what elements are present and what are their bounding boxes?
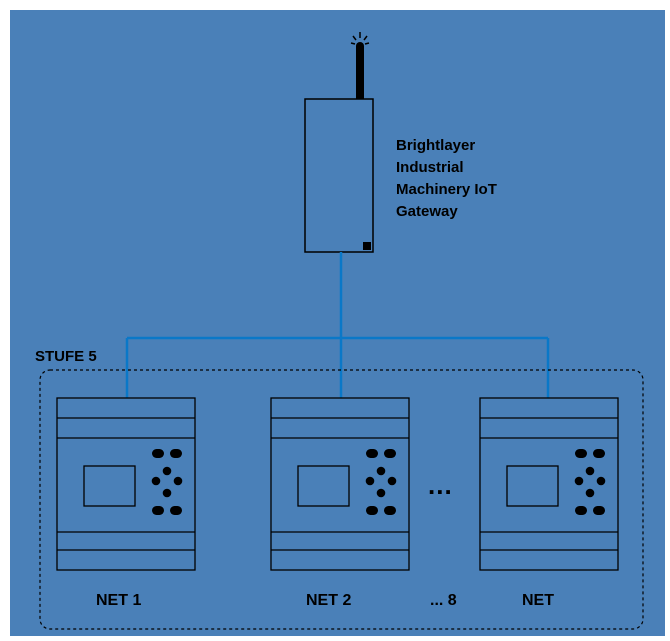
bus-lines (125, 252, 550, 398)
net8-label: ... 8 (430, 592, 457, 609)
gateway-label: Brightlayer Industrial Machinery IoT Gat… (396, 135, 497, 223)
plc-keypad (574, 449, 606, 515)
net2-label: NET 2 (306, 592, 352, 609)
devices-group (56, 397, 619, 571)
gateway-label-line-2: Industrial (396, 159, 464, 176)
plc-display (297, 465, 350, 507)
plc-display (83, 465, 136, 507)
plc-keypad (151, 449, 183, 515)
ellipsis-mid: ... (428, 470, 453, 500)
group-label: STUFE 5 (35, 348, 97, 365)
gateway-label-line-3: Machinery IoT (396, 181, 497, 198)
gateway-label-line-1: Brightlayer (396, 137, 476, 154)
plc-keypad (365, 449, 397, 515)
gateway-label-line-4: Gateway (396, 203, 458, 220)
netn-label: NET (522, 592, 554, 609)
gateway-device (304, 98, 374, 253)
plc-module-net2 (270, 397, 410, 571)
plc-display (506, 465, 559, 507)
net1-label: NET 1 (96, 592, 142, 609)
plc-module-net8 (479, 397, 619, 571)
plc-module-net1 (56, 397, 196, 571)
